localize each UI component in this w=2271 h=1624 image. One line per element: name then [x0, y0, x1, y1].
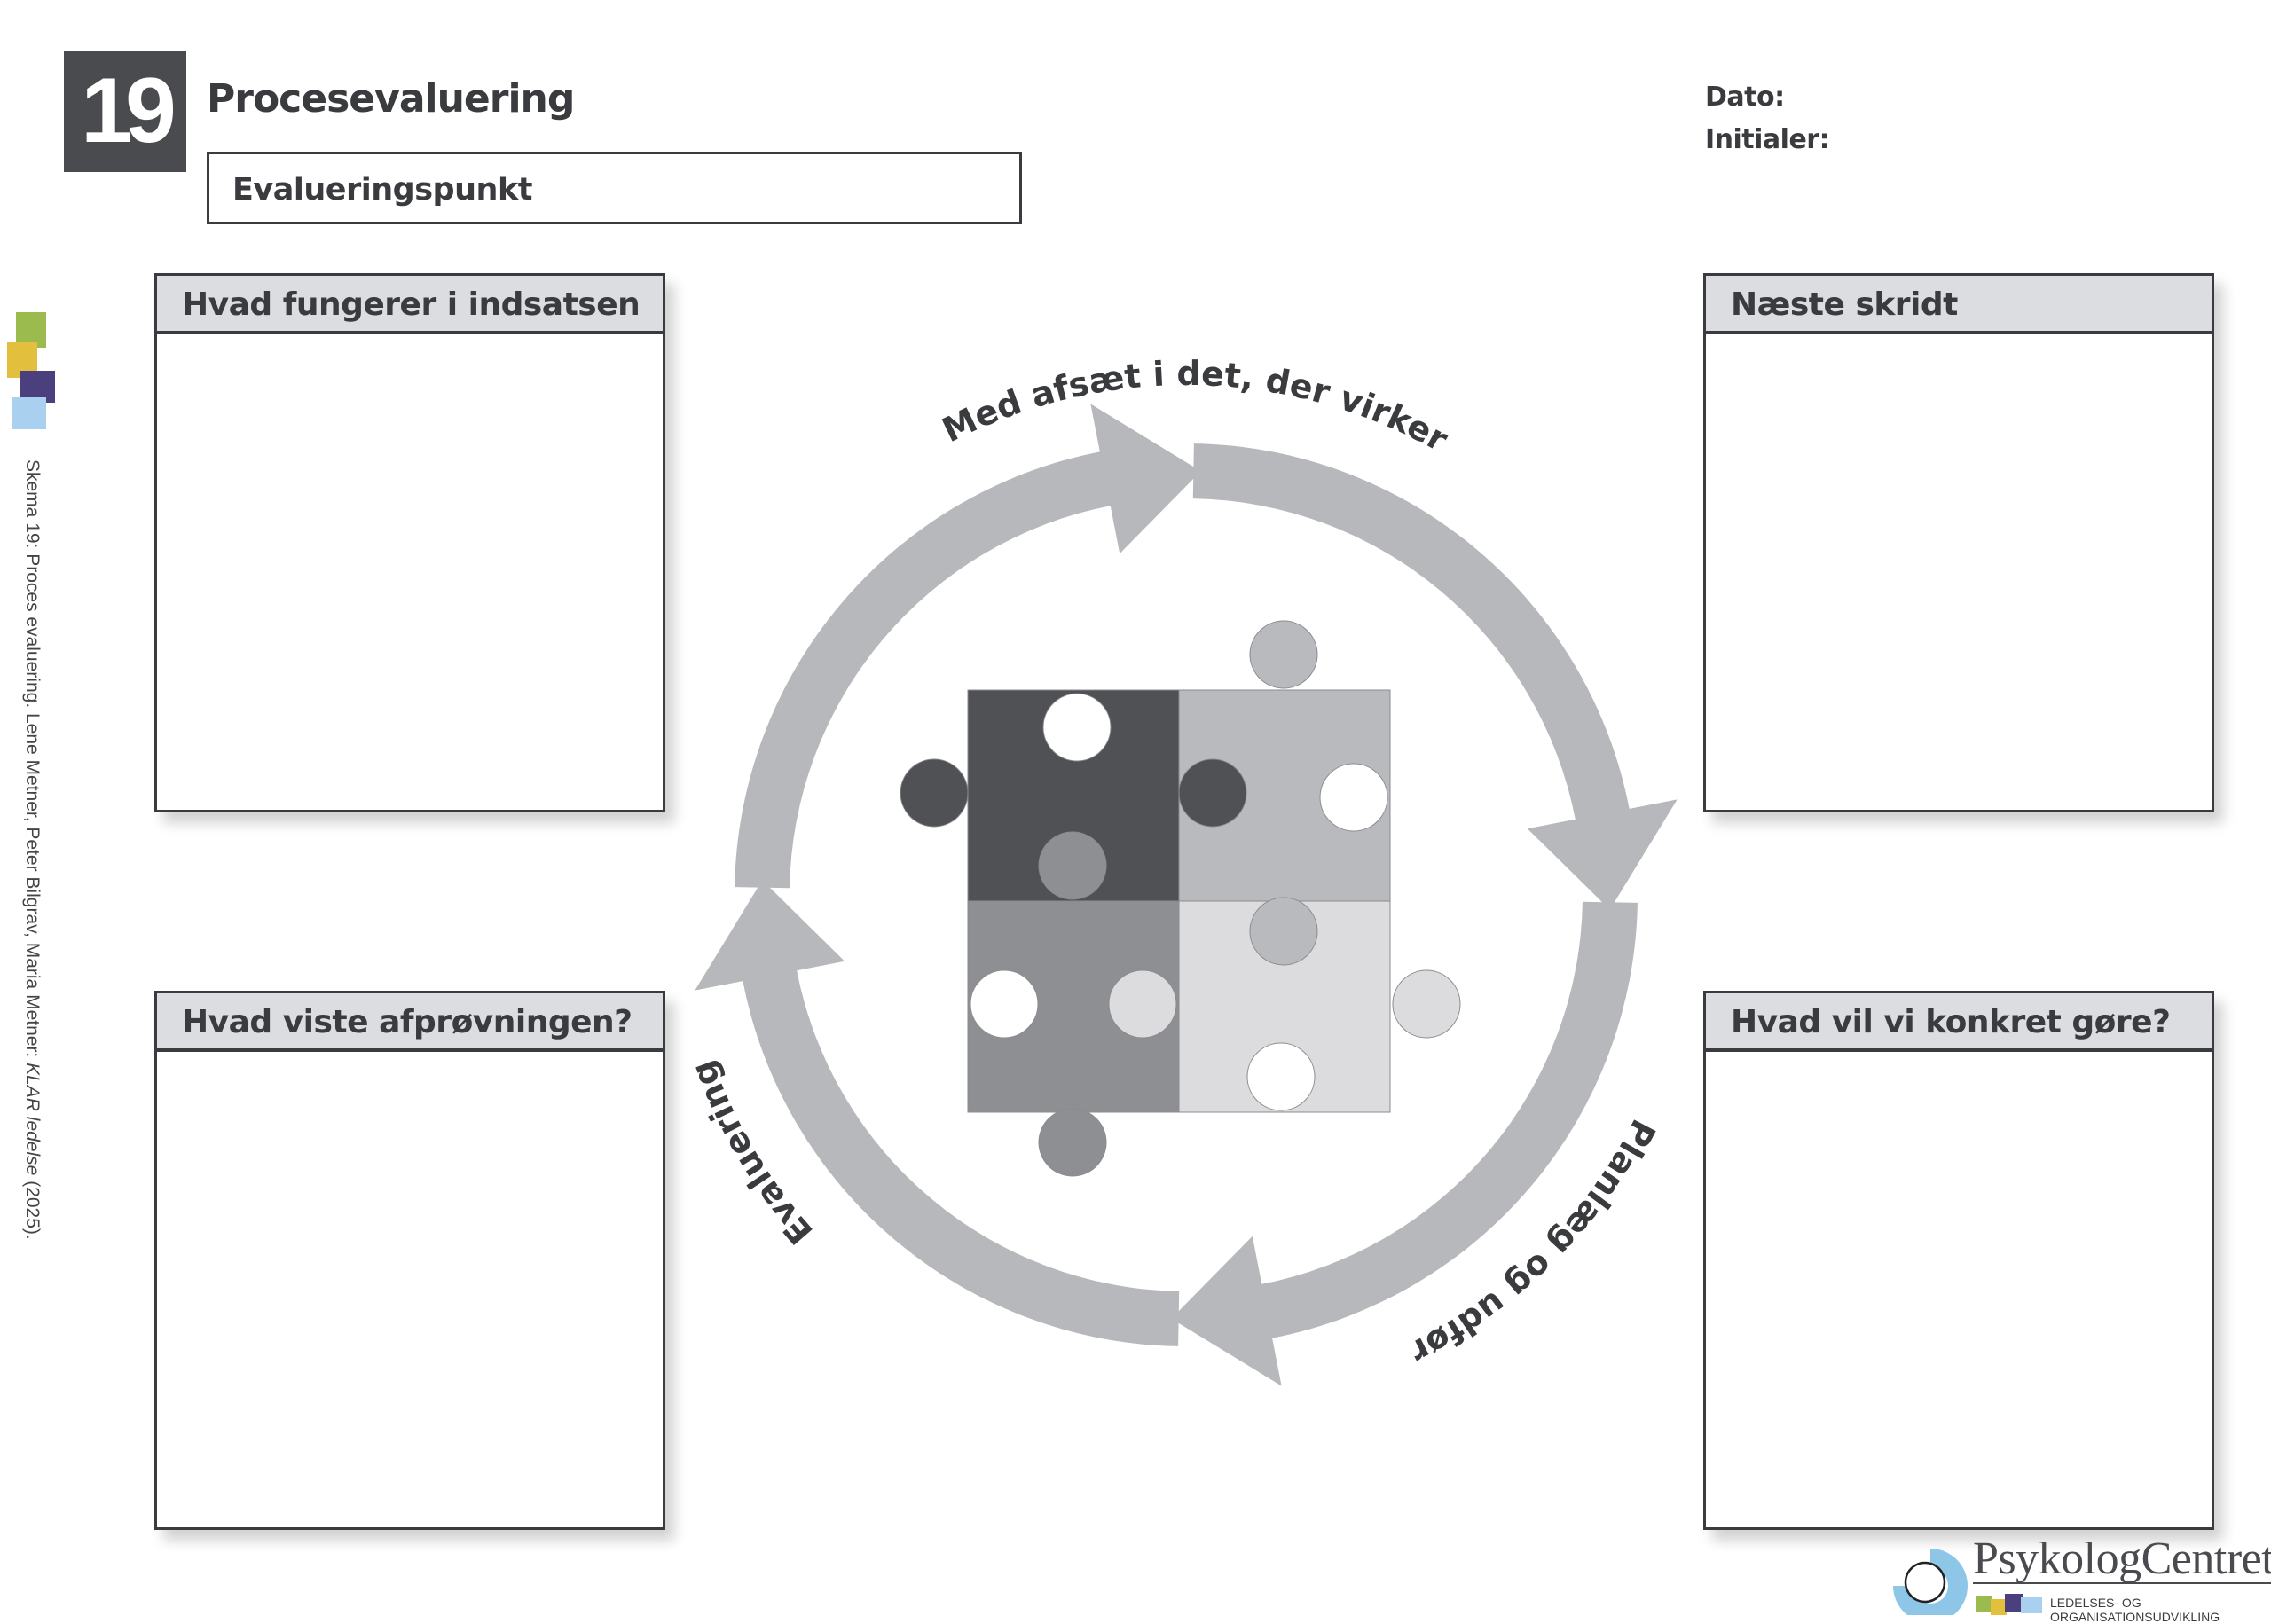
puzzle-knob	[1392, 969, 1461, 1039]
puzzle-hole	[1042, 693, 1112, 762]
initials-label: Initialer:	[1705, 124, 1830, 155]
evaluation-point-label: Evalueringspunkt	[232, 172, 532, 208]
box-header: Hvad fungerer i indsatsen	[157, 276, 663, 334]
box-what-works[interactable]: Hvad fungerer i indsatsen	[154, 273, 665, 812]
puzzle-knob	[1249, 897, 1318, 966]
arrow-to-top-icon	[735, 404, 1201, 889]
arrow-to-left-icon	[695, 880, 1180, 1346]
puzzle-hole	[1246, 1042, 1316, 1111]
puzzle-icon	[900, 620, 1461, 1177]
page-title: Procesevaluering	[207, 76, 575, 122]
box-what-trial-showed[interactable]: Hvad viste afprøvningen?	[154, 991, 665, 1530]
date-label: Dato:	[1705, 82, 1785, 113]
puzzle-knob	[1038, 831, 1107, 900]
box-header: Hvad vil vi konkret gøre?	[1706, 993, 2212, 1052]
box-next-step[interactable]: Næste skridt	[1703, 273, 2214, 812]
cycle-arrows	[695, 404, 1678, 1386]
puzzle-knob	[1249, 620, 1318, 689]
puzzle-knob	[1178, 758, 1247, 828]
klar-logo-vertical	[7, 312, 55, 432]
box-concrete-actions[interactable]: Hvad vil vi konkret gøre?	[1703, 991, 2214, 1530]
puzzle-hole	[970, 969, 1039, 1039]
puzzle-knob	[900, 758, 969, 828]
box-header: Hvad viste afprøvningen?	[157, 993, 663, 1052]
cycle-label-top: Med afsæt i det, der virker	[936, 354, 1454, 459]
psykologcentret-logo: PsykologCentret LEDELSES- OG ORGANISATIO…	[1888, 1536, 2271, 1624]
box-header: Næste skridt	[1706, 276, 2212, 334]
klar-logo-icon	[1976, 1594, 2042, 1615]
arrow-to-bottom-icon	[1171, 901, 1638, 1386]
schema-number: 19	[64, 51, 186, 172]
logo-circle-icon	[1893, 1549, 1968, 1615]
puzzle-knob	[1108, 969, 1177, 1039]
evaluation-point-field[interactable]: Evalueringspunkt	[207, 152, 1022, 224]
arrow-to-right-icon	[1192, 443, 1678, 910]
puzzle-knob	[1038, 1108, 1107, 1177]
puzzle-hole	[1319, 763, 1388, 832]
